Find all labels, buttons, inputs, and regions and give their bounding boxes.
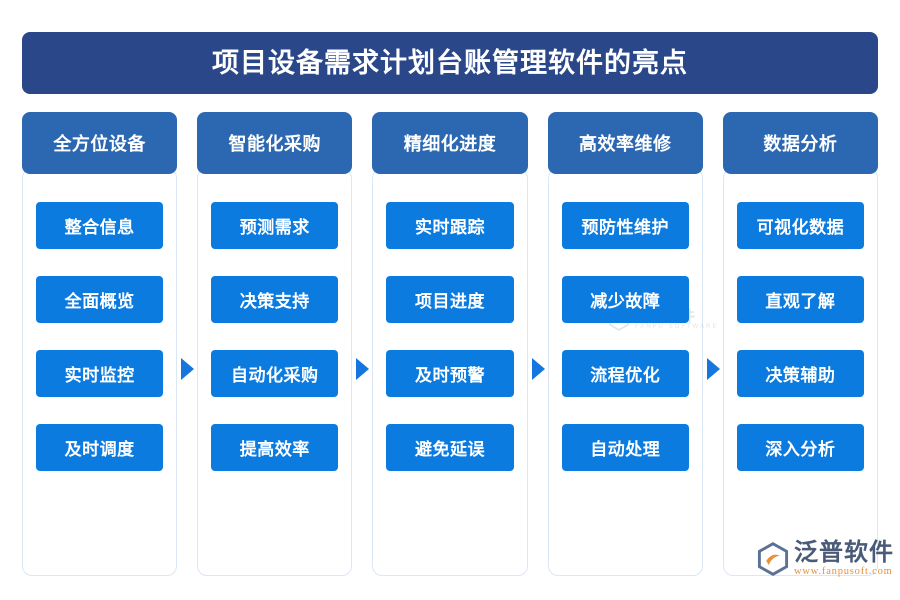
column-2-item-3[interactable]: 自动化采购 [211, 350, 339, 397]
column-5-header[interactable]: 数据分析 [722, 112, 879, 174]
column-4-item-2[interactable]: 减少故障 [561, 276, 689, 323]
column-3-item-3[interactable]: 及时预警 [386, 350, 514, 397]
column-1-item-1-label: 整合信息 [64, 218, 135, 237]
column-4-header-label: 高效率维修 [578, 134, 672, 154]
column-2-item-4-label: 提高效率 [239, 440, 310, 459]
flow-arrow-1-icon [181, 358, 195, 380]
column-3-item-4[interactable]: 避免延误 [386, 424, 514, 471]
column-3-header[interactable]: 精细化进度 [372, 112, 528, 174]
column-1-header[interactable]: 全方位设备 [22, 112, 178, 174]
column-3-item-4-label: 避免延误 [415, 440, 485, 459]
column-3: 精细化进度 实时跟踪 项目进度 及时预警 避免延误 [356, 112, 528, 576]
column-5-item-3[interactable]: 决策辅助 [736, 350, 865, 397]
column-1-item-2-label: 全面概览 [64, 292, 135, 311]
column-4-item-3[interactable]: 流程优化 [561, 350, 689, 397]
column-1-items: 整合信息 全面概览 实时监控 及时调度 [22, 174, 177, 576]
column-2-items: 预测需求 决策支持 自动化采购 提高效率 [197, 174, 352, 576]
brand-logo: 泛普软件 www.fanpusoft.com [756, 540, 894, 577]
page-title: 项目设备需求计划台账管理软件的亮点 [212, 47, 688, 78]
column-5-item-1-label: 可视化数据 [756, 218, 845, 237]
column-3-item-2-label: 项目进度 [415, 292, 485, 311]
column-1-item-2[interactable]: 全面概览 [36, 276, 164, 323]
brand-name: 泛普软件 [794, 539, 894, 566]
flow-arrow-4-icon [706, 358, 720, 380]
column-5-item-2[interactable]: 直观了解 [736, 276, 865, 323]
column-3-items: 实时跟踪 项目进度 及时预警 避免延误 [372, 174, 527, 576]
column-3-item-3-label: 及时预警 [415, 366, 485, 385]
column-4: 高效率维修 预防性维护 减少故障 流程优化 自动处理 [531, 112, 703, 576]
column-1-item-1[interactable]: 整合信息 [36, 202, 164, 249]
title-banner: 项目设备需求计划台账管理软件的亮点 [22, 32, 878, 94]
column-4-item-2-label: 减少故障 [590, 292, 661, 311]
fanpu-logo-icon [757, 541, 789, 576]
column-5-header-label: 数据分析 [763, 134, 838, 154]
column-2-item-3-label: 自动化采购 [231, 366, 319, 385]
flow-arrow-3-icon [531, 358, 545, 380]
column-4-item-4-label: 自动处理 [590, 440, 661, 459]
column-4-item-1[interactable]: 预防性维护 [561, 202, 689, 249]
column-2-item-4[interactable]: 提高效率 [211, 424, 339, 471]
column-2-item-1-label: 预测需求 [239, 218, 310, 237]
column-5: 数据分析 可视化数据 直观了解 决策辅助 深入分析 [706, 112, 879, 576]
column-2-header-label: 智能化采购 [228, 134, 322, 154]
column-2-item-2-label: 决策支持 [239, 292, 310, 311]
column-5-item-4-label: 深入分析 [765, 440, 836, 459]
column-4-item-3-label: 流程优化 [590, 366, 661, 385]
column-list: 全方位设备 整合信息 全面概览 实时监控 及时调度 智能化采购 预测需求 决策支… [22, 112, 879, 576]
column-2-item-2[interactable]: 决策支持 [211, 276, 339, 323]
column-5-item-4[interactable]: 深入分析 [736, 424, 865, 471]
brand-url: www.fanpusoft.com [794, 566, 893, 578]
column-5-item-3-label: 决策辅助 [765, 366, 836, 385]
column-2-header[interactable]: 智能化采购 [197, 112, 353, 174]
column-4-header[interactable]: 高效率维修 [547, 112, 703, 174]
column-4-items: 预防性维护 减少故障 流程优化 自动处理 [548, 174, 703, 576]
column-5-items: 可视化数据 直观了解 决策辅助 深入分析 [723, 174, 878, 576]
column-1-item-3[interactable]: 实时监控 [36, 350, 164, 397]
brand-text-group: 泛普软件 www.fanpusoft.com [794, 540, 894, 577]
column-4-item-4[interactable]: 自动处理 [561, 424, 689, 471]
column-3-item-1[interactable]: 实时跟踪 [386, 202, 514, 249]
column-1-item-4-label: 及时调度 [64, 440, 135, 459]
flow-arrow-2-icon [356, 358, 370, 380]
column-1-item-4[interactable]: 及时调度 [36, 424, 164, 471]
column-3-item-1-label: 实时跟踪 [415, 218, 485, 237]
column-1: 全方位设备 整合信息 全面概览 实时监控 及时调度 [22, 112, 178, 576]
column-2-item-1[interactable]: 预测需求 [211, 202, 339, 249]
column-4-item-1-label: 预防性维护 [581, 218, 669, 237]
column-3-item-2[interactable]: 项目进度 [386, 276, 514, 323]
column-1-item-3-label: 实时监控 [64, 366, 135, 385]
column-1-header-label: 全方位设备 [53, 134, 146, 154]
column-5-item-1[interactable]: 可视化数据 [736, 202, 865, 249]
column-5-item-2-label: 直观了解 [765, 292, 836, 311]
column-3-header-label: 精细化进度 [403, 134, 497, 154]
column-2: 智能化采购 预测需求 决策支持 自动化采购 提高效率 [181, 112, 353, 576]
